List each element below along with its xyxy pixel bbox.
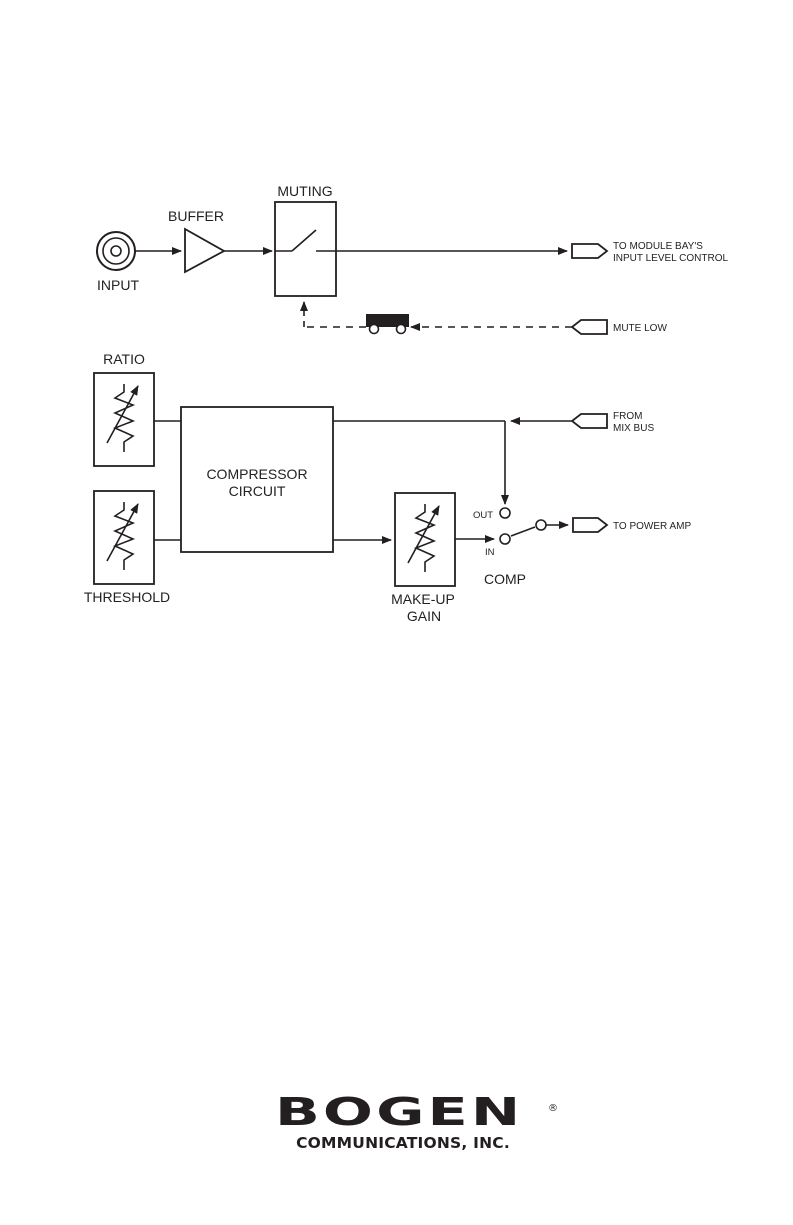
module-bay-label-line1: TO MODULE BAY'S bbox=[613, 241, 703, 252]
registered-mark: ® bbox=[548, 1103, 558, 1114]
bogen-logo: BOGEN ® COMMUNICATIONS, INC. bbox=[248, 1093, 558, 1152]
mute-low-label: MUTE LOW bbox=[613, 323, 667, 334]
muting-label: MUTING bbox=[277, 183, 332, 199]
mix-bus-connector-icon bbox=[572, 414, 607, 428]
ratio-label: RATIO bbox=[103, 351, 145, 367]
comp-switch-icon bbox=[500, 508, 546, 544]
compressor-label-line1: COMPRESSOR bbox=[206, 466, 307, 482]
connector-arrow-icon bbox=[572, 244, 607, 258]
module-bay-label-line2: INPUT LEVEL CONTROL bbox=[613, 253, 728, 264]
power-amp-label: TO POWER AMP bbox=[613, 521, 691, 532]
muting-block bbox=[275, 202, 336, 296]
makeup-label-line1: MAKE-UP bbox=[391, 591, 455, 607]
out-label: OUT bbox=[473, 510, 493, 521]
comp-label: COMP bbox=[484, 571, 526, 587]
buffer-label: BUFFER bbox=[168, 208, 224, 224]
from-label-line2: MIX BUS bbox=[613, 423, 654, 434]
buffer-amplifier-icon bbox=[185, 229, 224, 272]
from-label-line1: FROM bbox=[613, 411, 642, 422]
compressor-label-line2: CIRCUIT bbox=[229, 483, 286, 499]
jumper-icon bbox=[366, 314, 409, 334]
makeup-label-line2: GAIN bbox=[407, 608, 441, 624]
bogen-logo-subtitle: COMMUNICATIONS, INC. bbox=[248, 1134, 558, 1152]
bogen-logo-name: BOGEN bbox=[275, 1093, 523, 1131]
input-label: INPUT bbox=[97, 277, 139, 293]
threshold-label: THRESHOLD bbox=[84, 589, 170, 605]
power-amp-connector-icon bbox=[573, 518, 607, 532]
mute-low-connector-icon bbox=[572, 320, 607, 334]
in-label: IN bbox=[485, 547, 495, 558]
input-jack-icon bbox=[97, 232, 135, 270]
